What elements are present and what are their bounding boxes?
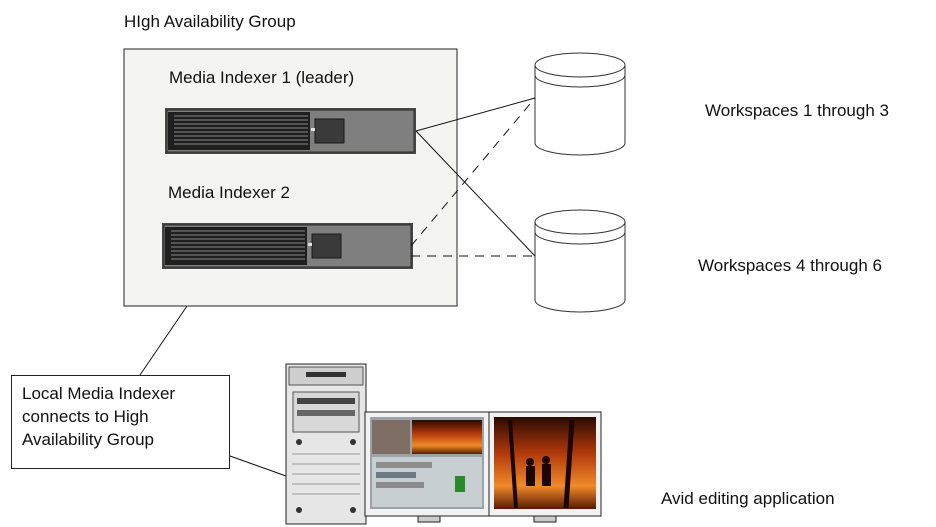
media-indexer-2-server	[162, 223, 413, 269]
callout-leader-to-group	[139, 305, 188, 376]
media-indexer-2-label: Media Indexer 2	[168, 183, 290, 202]
editor-label: Avid editing application	[661, 489, 835, 508]
callout-line: Local Media Indexer	[22, 384, 176, 403]
monitor-2	[488, 411, 602, 523]
workspace-cylinder-2	[534, 209, 626, 313]
link-indexer1-ws2	[415, 130, 536, 257]
callout-line: connects to High	[22, 407, 149, 426]
media-indexer-1-server	[165, 108, 416, 154]
monitor-1	[364, 411, 490, 523]
workspace-cylinder-1	[534, 52, 626, 156]
link-indexer2-ws1	[410, 97, 536, 247]
workspaces-4-6-label: Workspaces 4 through 6	[698, 256, 882, 275]
callout-leader-to-workstation	[229, 455, 287, 477]
group-title: HIgh Availability Group	[124, 12, 296, 31]
link-indexer1-ws1	[415, 97, 536, 132]
workspaces-1-3-label: Workspaces 1 through 3	[705, 101, 889, 120]
callout-line: Availability Group	[22, 430, 154, 449]
media-indexer-1-label: Media Indexer 1 (leader)	[169, 68, 355, 87]
local-media-indexer-callout: Local Media Indexer connects to High Ava…	[11, 375, 230, 469]
workstation-tower	[285, 363, 367, 525]
